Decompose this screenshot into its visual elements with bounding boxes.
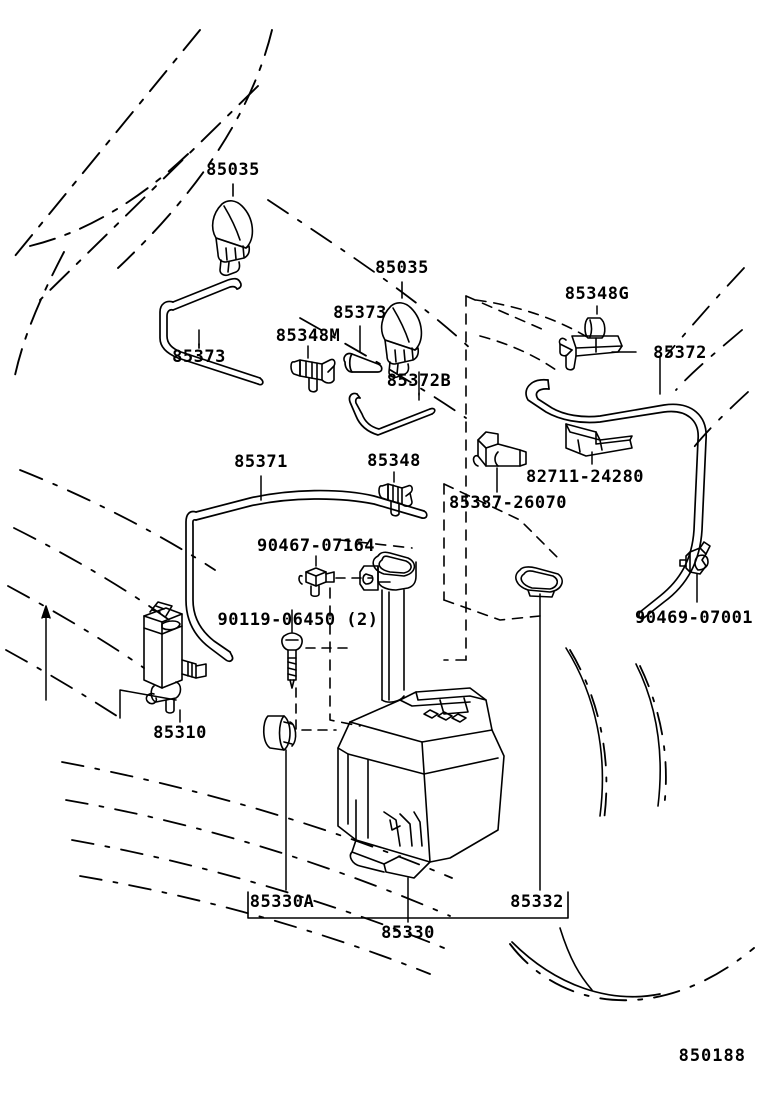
label-85348G: 85348G <box>564 284 630 304</box>
bracket-left <box>119 689 177 719</box>
label-85332: 85332 <box>510 892 564 912</box>
label-85372: 85372 <box>653 343 707 363</box>
label-85310: 85310 <box>153 723 207 743</box>
cowl-panel-dashes <box>5 469 216 719</box>
washer-nozzle-left <box>211 183 254 277</box>
wheel-arch-solid <box>511 941 661 998</box>
wheel-arch-dashes <box>509 943 755 1002</box>
hose-joint-85348 <box>378 483 413 517</box>
label-85035-left: 85035 <box>206 160 260 180</box>
label-85387-26070: 85387-26070 <box>448 493 568 513</box>
label-90469-07001: 90469-07001 <box>634 608 754 628</box>
figure-number: 850188 <box>678 1046 746 1066</box>
label-85371: 85371 <box>234 452 288 472</box>
tank-grommet-85330A <box>262 715 297 751</box>
retainer-clip-90467 <box>298 567 335 598</box>
bolt-90119 <box>281 632 303 689</box>
hood-edge-dashes <box>267 199 749 453</box>
wheel-arch-tick <box>559 927 593 991</box>
label-85348: 85348 <box>367 451 421 471</box>
washer-hose-85373-left <box>159 277 264 386</box>
hose-clip-90469 <box>679 541 711 575</box>
right-body-dashes <box>569 649 667 821</box>
hose-connector-85387 <box>472 431 527 467</box>
label-82711-24280: 82711-24280 <box>525 467 645 487</box>
label-85373-mid: 85373 <box>333 303 387 323</box>
hose-joint-85348M <box>290 358 336 393</box>
washer-hose-85372B <box>348 392 436 436</box>
label-85330: 85330 <box>381 923 435 943</box>
label-85330A: 85330A <box>249 892 315 912</box>
exploded-assembly-dashes <box>329 295 561 727</box>
washer-nozzle-right <box>380 281 423 379</box>
label-85372B: 85372B <box>386 371 452 391</box>
fender-contour-dashes <box>61 761 453 975</box>
label-85348M: 85348M <box>275 326 341 346</box>
label-90119-06450: 90119-06450 (2) <box>217 610 379 630</box>
washer-pump-85310 <box>143 601 207 714</box>
label-85035-right: 85035 <box>375 258 429 278</box>
washer-hose-85371 <box>185 489 428 663</box>
washer-tank-85330 <box>337 551 505 879</box>
washer-hose-85372 <box>525 379 707 620</box>
washer-hose-85373-mid <box>343 352 383 373</box>
vehicle-body-outline <box>9 29 273 381</box>
hose-clamp-85348G <box>558 317 623 371</box>
tank-cap-85332 <box>515 566 563 598</box>
assembly-dash-90119 <box>295 647 353 731</box>
label-85373-left: 85373 <box>172 347 226 367</box>
label-90467-07164: 90467-07164 <box>256 536 376 556</box>
bracket-85330 <box>247 891 569 919</box>
wire-clamp-82711 <box>565 423 633 457</box>
